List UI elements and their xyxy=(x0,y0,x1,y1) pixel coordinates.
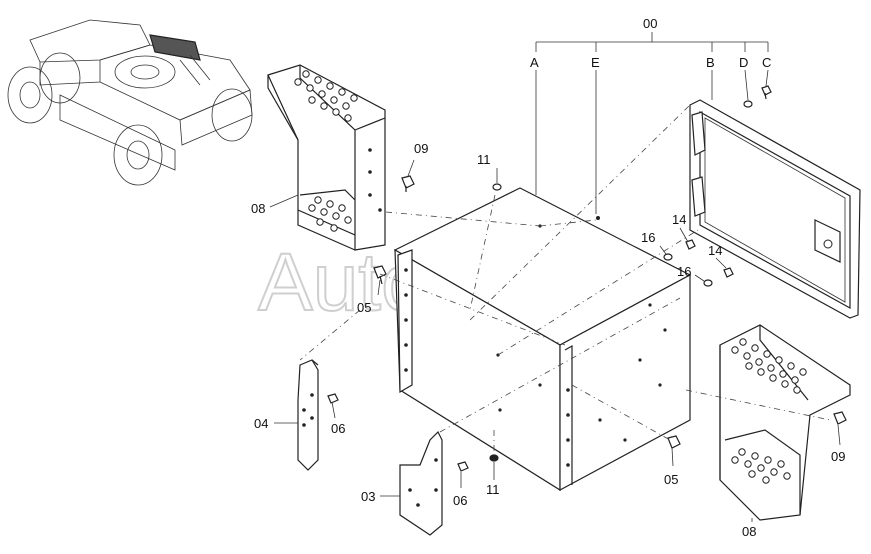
label-assembly-00: 00 xyxy=(643,16,657,31)
label-part-03: 03 xyxy=(361,489,375,504)
screw-c xyxy=(761,85,772,100)
washer-d xyxy=(743,100,753,108)
bracket-03 xyxy=(399,430,443,536)
label-d: D xyxy=(739,55,748,70)
bolt-09-left xyxy=(401,159,415,192)
label-c: C xyxy=(762,55,771,70)
tractor-thumbnail xyxy=(7,19,253,186)
screw-14-a xyxy=(685,239,696,250)
label-part-16-a: 16 xyxy=(641,230,655,245)
label-a: A xyxy=(530,55,539,70)
label-part-11-top: 11 xyxy=(477,152,491,167)
washer-16-a xyxy=(663,253,673,261)
right-step-holes-top xyxy=(731,338,807,394)
bolt-05-right xyxy=(667,435,681,449)
label-part-09-right: 09 xyxy=(831,449,845,464)
right-step-holes-bottom xyxy=(731,448,791,484)
bracket-04 xyxy=(297,359,319,471)
washer-16-b xyxy=(703,279,713,287)
label-part-08-left: 08 xyxy=(251,201,265,216)
grommet-11-top xyxy=(492,183,502,191)
label-part-06-a: 06 xyxy=(331,421,345,436)
alignment-lines xyxy=(299,104,831,455)
cover-plate xyxy=(689,99,861,319)
left-step-holes-bottom xyxy=(308,196,352,232)
label-part-04: 04 xyxy=(254,416,268,431)
label-b: B xyxy=(706,55,715,70)
label-part-11-bottom: 11 xyxy=(486,482,500,497)
label-part-09-left: 09 xyxy=(414,141,428,156)
label-part-05-left: 05 xyxy=(357,300,371,315)
screw-14-b xyxy=(723,267,734,278)
label-part-14-b: 14 xyxy=(708,243,722,258)
battery-box xyxy=(393,187,692,492)
bolt-06-a xyxy=(327,393,339,404)
right-step-assembly xyxy=(719,324,851,521)
left-step-assembly xyxy=(267,64,386,251)
label-part-06-b: 06 xyxy=(453,493,467,508)
label-e: E xyxy=(591,55,600,70)
label-part-08-right: 08 xyxy=(742,524,756,539)
grommet-11-bottom xyxy=(489,454,499,462)
label-part-16-b: 16 xyxy=(677,264,691,279)
label-part-14-a: 14 xyxy=(672,212,686,227)
callout-leaders xyxy=(269,32,841,522)
label-part-05-right: 05 xyxy=(664,472,678,487)
bolt-06-b xyxy=(457,461,469,472)
left-step-holes-top xyxy=(294,70,358,122)
bolt-09-right xyxy=(833,411,847,425)
